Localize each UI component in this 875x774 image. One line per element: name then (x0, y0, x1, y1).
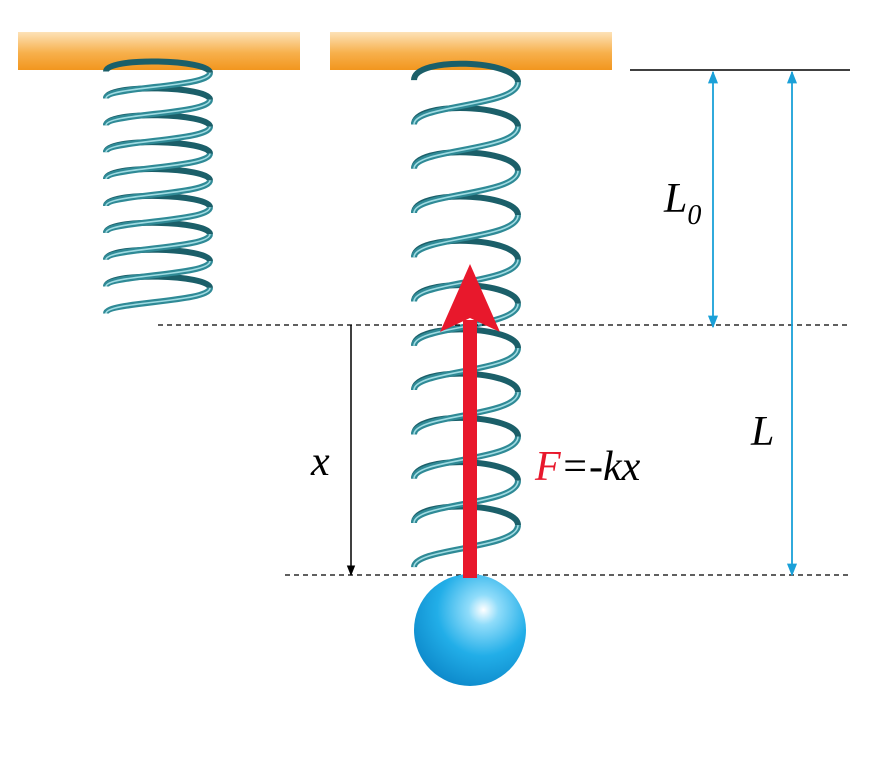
force-symbol: F (534, 444, 561, 490)
force-arrow (440, 264, 500, 578)
force-equation-rest: =-kx (561, 444, 641, 490)
ball (414, 574, 526, 686)
spring-coil-highlight (105, 72, 211, 314)
natural-length-label: L0 (663, 176, 701, 231)
spring-unstretched (103, 58, 213, 316)
stretched-length-label: L (750, 409, 774, 455)
natural-length-subscript: 0 (687, 200, 701, 231)
force-equation-label: F=-kx (534, 444, 641, 490)
displacement-label: x (310, 439, 330, 485)
